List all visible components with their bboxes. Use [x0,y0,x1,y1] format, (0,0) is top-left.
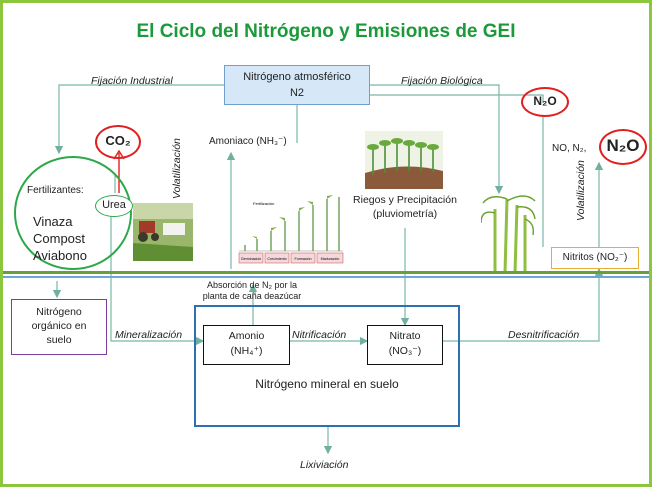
compost-label: Compost [33,231,86,246]
atmospheric-nitrogen-box: Nitrógeno atmosférico N2 [224,65,370,105]
co2-emission: CO₂ [95,125,141,159]
desnitrificacion-line [443,267,604,342]
amonio-formula: (NH₄⁺) [230,345,263,357]
urea-down-line [110,203,205,346]
riegos-line1: Riegos y Precipitación [353,194,457,206]
atmospheric-nitrogen-formula: N2 [289,87,305,99]
no-n2-label: NO, N₂, [552,143,587,154]
page-title: El Ciclo del Nitrógeno y Emisiones de GE… [136,21,516,42]
desnitrificacion-label: Desnitrificación [508,329,580,341]
lixiviacion-label: Lixiviación [300,459,349,471]
mineralizacion-label: Mineralización [115,329,183,341]
ground-line [3,271,649,274]
growth-stage-label: Germinación [241,257,261,261]
fijacion-industrial-label: Fijación Industrial [91,75,173,87]
amonio-label: Amonio [228,330,265,342]
irrigation-image [365,131,443,189]
organic-nitrogen-box: Nitrógeno orgánico en suelo [11,299,107,355]
volatilizacion-left-label: Volatilización [171,138,183,199]
organic-line1: Nitrógeno [36,306,82,318]
fertilizantes-label: Fertilizantes: [27,185,84,196]
growth-stage-label: Maduración [321,257,340,261]
urea-label: Urea [95,195,133,217]
absorcion-line1: Absorción de N₂ por la [206,280,298,290]
growth-chart-header: Fertilización [253,201,274,206]
fijacion-biologica-label: Fijación Biológica [401,75,483,87]
nitritos-box: Nitritos (NO₂⁻) [551,247,639,269]
mineral-nitrogen-box [194,305,460,427]
fertilizer-circle [14,156,132,270]
connector-layer [52,84,604,455]
absorcion-line2: planta de caña deazúcar [202,291,302,301]
nitrato-formula: (NO₃⁻) [388,345,422,357]
amonio-box: Amonio (NH₄⁺) [203,325,290,365]
cane-growth-chart: Germinación Crecimiento Formación Madura… [235,191,347,269]
riegos-line2: (pluviometría) [372,208,438,220]
mineral-nitrogen-label: Nitrógeno mineral en suelo [255,377,399,391]
growth-stage-label: Crecimiento [267,257,286,261]
n2-to-n2o-line [370,94,544,103]
aviabono-label: Aviabono [33,248,87,263]
ground-line-water [3,276,649,278]
nitrificacion-label: Nitrificación [292,329,347,341]
growth-stage-label: Formación [295,257,312,261]
riegos-label: Riegos y Precipitación (pluviometría) [343,193,467,221]
sugarcane-image [481,195,536,273]
organic-line3: suelo [46,334,72,346]
fijacion-industrial-arrow [54,84,224,155]
fijacion-biologica-arrow [370,84,504,195]
n2o-emission-right: N₂O [599,129,647,165]
atmospheric-nitrogen-label: Nitrógeno atmosférico [243,71,351,83]
organic-line2: orgánico en [31,320,87,332]
nitrato-box: Nitrato (NO₃⁻) [367,325,443,365]
amoniaco-label: Amoniaco (NH₃⁻) [209,136,287,147]
nitrato-label: Nitrato [389,330,421,342]
absorcion-label: Absorción de N₂ por la planta de caña de… [187,280,317,302]
n2o-emission-top: N₂O [521,87,569,117]
vinaza-label: Vinaza [33,214,73,229]
volatilizacion-right-label: Volatilización [575,160,587,221]
tractor-field-image [133,203,193,261]
